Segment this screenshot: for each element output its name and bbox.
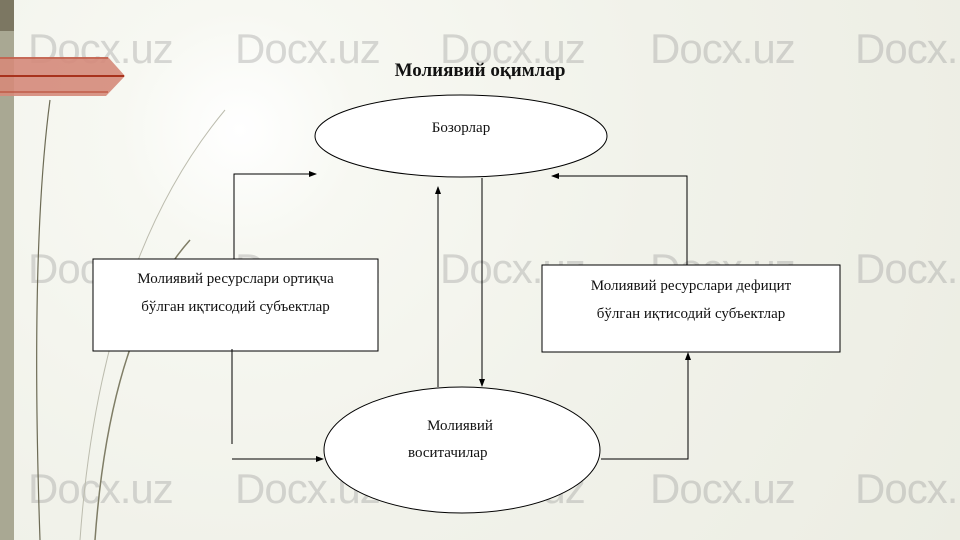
deficit-label-2: бўлган иқтисодий субъектлар [596, 306, 786, 322]
deficit-node [541, 264, 841, 353]
arrow-surplus-to-markets [233, 171, 317, 259]
surplus-label-1: Молиявий ресурслари ортиқча [137, 271, 334, 287]
intermediaries-node [323, 386, 601, 514]
markets-node [314, 94, 608, 178]
page-title: Молиявий оқимлар [394, 60, 566, 81]
markets-label: Бозорлар [431, 120, 491, 136]
intermediaries-label-1: Молиявий [427, 418, 493, 434]
side-strip-top [0, 0, 14, 31]
arrow-deficit-to-markets [551, 173, 688, 265]
intermediaries-label-2: воситачилар [408, 445, 488, 461]
side-strip [0, 0, 14, 540]
arrow-intermediaries-to-deficit [601, 352, 691, 460]
deficit-label-1: Молиявий ресурслари дефицит [590, 278, 792, 294]
surplus-node [92, 258, 379, 352]
surplus-label-2: бўлган иқтисодий субъектлар [141, 299, 330, 315]
